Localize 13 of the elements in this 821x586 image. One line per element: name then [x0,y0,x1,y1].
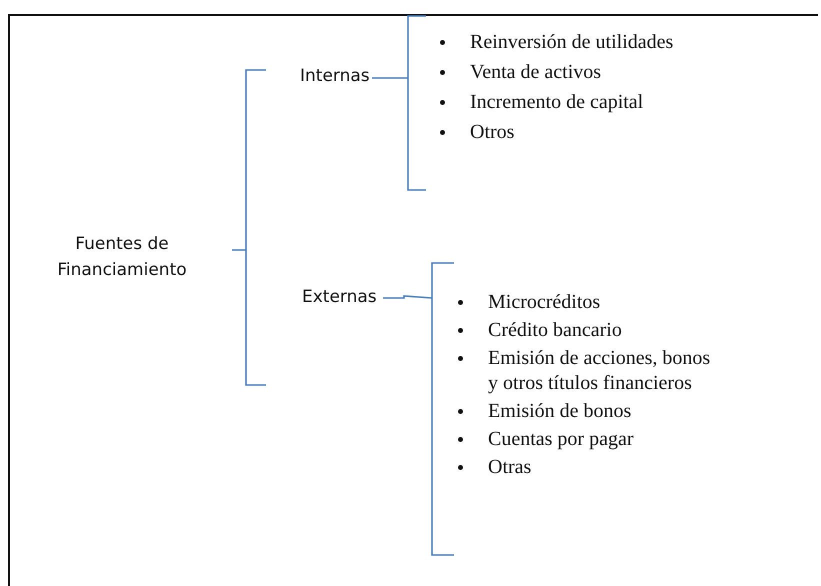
list-item: Crédito bancario [488,319,622,341]
root-label: Fuentes de Financiamiento [56,233,188,282]
list-item: Incremento de capital [470,91,644,113]
list-item: Emisión de acciones, bonos y otros títulos financieros [488,347,710,394]
list-item: Venta de activos [470,61,602,83]
list-item: Emisión de bonos [488,400,632,422]
category-label: Externas [302,286,377,309]
list-item: Otras [488,456,532,478]
list-item: Microcréditos [488,291,600,313]
list-item: Reinversión de utilidades [470,31,674,53]
list-item: Otros [470,121,514,143]
list-item: Cuentas por pagar [488,428,634,450]
category-label: Internas [300,65,370,88]
